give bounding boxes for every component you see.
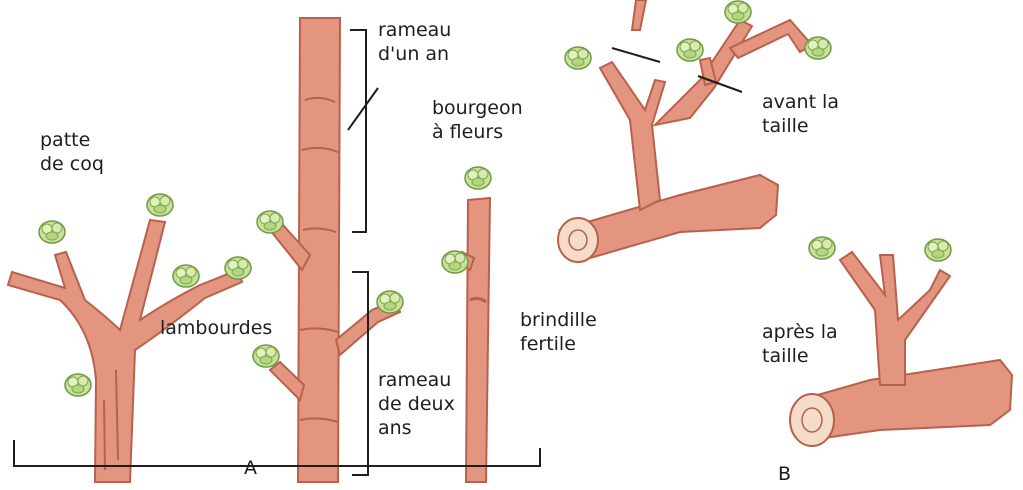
label-avant-la-taille: avant la taille bbox=[762, 90, 839, 138]
label-section-b: B bbox=[778, 462, 791, 486]
bud-icon bbox=[465, 167, 491, 189]
label-lambourdes: lambourdes bbox=[160, 316, 272, 340]
bud-icon bbox=[565, 47, 591, 69]
rameau-pointer bbox=[348, 88, 378, 130]
label-bourgeon-a-fleurs: bourgeon à fleurs bbox=[432, 96, 523, 144]
bud-icon bbox=[147, 194, 173, 216]
bud-icon bbox=[257, 211, 283, 233]
bud-icon bbox=[377, 291, 403, 313]
bud-icon bbox=[39, 221, 65, 243]
bud-icon bbox=[805, 37, 831, 59]
label-patte-de-coq: patte de coq bbox=[40, 128, 104, 176]
bud-icon bbox=[809, 237, 835, 259]
bud-icon bbox=[442, 251, 468, 273]
label-rameau-un-an: rameau d'un an bbox=[378, 18, 451, 66]
label-brindille-fertile: brindille fertile bbox=[520, 308, 597, 356]
label-apres-la-taille: après la taille bbox=[762, 320, 838, 368]
bud-icon bbox=[677, 39, 703, 61]
bud-icon bbox=[725, 1, 751, 23]
bud-icon bbox=[225, 257, 251, 279]
bud-icon bbox=[253, 345, 279, 367]
bud-icon bbox=[173, 265, 199, 287]
label-section-a: A bbox=[244, 456, 257, 480]
age-brackets bbox=[348, 30, 378, 475]
label-rameau-deux-ans: rameau de deux ans bbox=[378, 368, 455, 440]
bud-icon bbox=[65, 374, 91, 396]
bracket-a bbox=[14, 440, 540, 466]
bud-icon bbox=[925, 239, 951, 261]
